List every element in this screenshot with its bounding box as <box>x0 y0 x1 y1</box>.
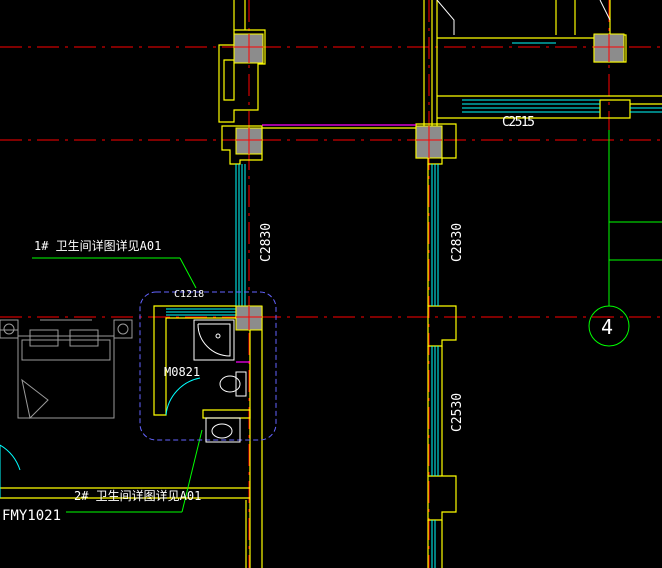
structural-columns <box>233 33 625 331</box>
label-bathroom-note-2: 2# 卫生间详图详见A01 <box>74 488 201 503</box>
label-fmy1021: FMY1021 <box>2 508 61 524</box>
nightstand <box>0 319 19 339</box>
column <box>415 125 443 159</box>
magenta-lines <box>236 124 416 363</box>
shower-tray <box>193 319 235 361</box>
bedroom-furniture <box>0 319 133 420</box>
label-bathroom-note-1: 1# 卫生间详图详见A01 <box>34 238 161 253</box>
axis-bubble <box>588 305 630 347</box>
column <box>233 33 264 64</box>
axis-bubble-label: 4 <box>601 315 613 339</box>
label-c1218: C1218 <box>174 289 204 300</box>
label-c2530: C2530 <box>450 393 465 432</box>
top-right-details <box>436 0 611 35</box>
column <box>235 305 263 331</box>
green-elements <box>32 130 662 513</box>
windows <box>0 42 662 568</box>
column <box>593 33 625 63</box>
label-c2515: C2515 <box>502 115 535 130</box>
nightstand <box>113 319 133 339</box>
label-m0821: M0821 <box>164 365 200 379</box>
wash-basin <box>205 417 241 443</box>
label-c2830-right: C2830 <box>450 223 465 262</box>
bed <box>17 335 115 419</box>
bathroom-fixtures <box>193 319 247 443</box>
label-c2830-left: C2830 <box>259 223 274 262</box>
toilet <box>219 371 247 397</box>
column <box>235 127 263 155</box>
bathroom-boundary <box>139 291 277 441</box>
